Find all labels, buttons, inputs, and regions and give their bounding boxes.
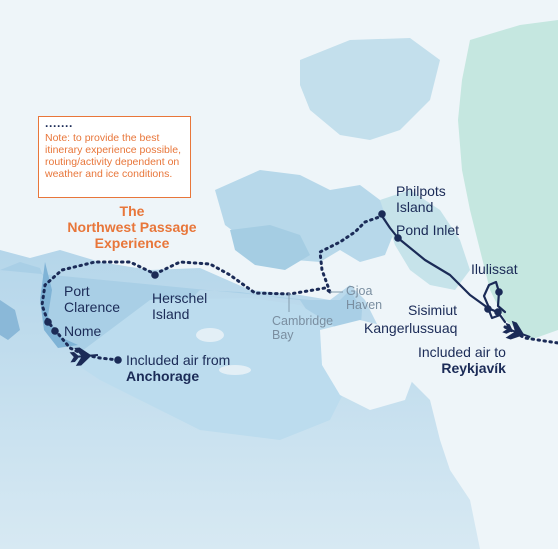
herschel-line-1: Herschel bbox=[152, 290, 208, 306]
map-title: The Northwest Passage Experience bbox=[52, 203, 212, 251]
route-gjoa-to-philpots bbox=[318, 214, 384, 294]
note-text: Note: to provide the best itinerary expe… bbox=[45, 132, 181, 180]
marker-philpots bbox=[378, 210, 386, 218]
baffin-island bbox=[380, 190, 470, 290]
airplane-icon bbox=[69, 347, 99, 366]
label-nome: Nome bbox=[64, 323, 102, 339]
label-gjoa-haven: Gjoa Haven bbox=[346, 284, 382, 312]
marker-port-clarence bbox=[44, 318, 52, 326]
canada-interior bbox=[70, 298, 350, 440]
marker-sisimiut bbox=[484, 305, 492, 313]
marker-ilulissat bbox=[495, 288, 503, 296]
stop-markers bbox=[44, 210, 503, 364]
route-ilulissat-loop bbox=[482, 280, 507, 314]
ellesmere-island bbox=[300, 38, 440, 140]
air-to-text: Included air to bbox=[418, 344, 506, 360]
port-clarence-line-1: Port bbox=[64, 283, 90, 299]
routing-note: ······· Note: to provide the best itiner… bbox=[38, 116, 191, 198]
label-air-from: Included air from Anchorage bbox=[126, 352, 230, 384]
dotted-line-legend: ······· bbox=[45, 119, 73, 133]
marker-kangerlussuaq bbox=[494, 308, 502, 316]
label-ilulissat: Ilulissat bbox=[471, 261, 518, 277]
airplane-icon bbox=[502, 320, 531, 340]
marker-anchorage bbox=[114, 356, 122, 364]
label-philpots-island: Philpots Island bbox=[396, 183, 446, 215]
label-port-clarence: Port Clarence bbox=[64, 283, 120, 315]
title-line-2: Northwest Passage bbox=[67, 219, 197, 235]
route-philpots-pond-inlet bbox=[380, 214, 400, 240]
air-from-text: Included air from bbox=[126, 352, 231, 368]
route-anchorage-to-nome bbox=[53, 328, 120, 362]
alaska-coast bbox=[40, 262, 78, 348]
cambridge-line-2: Bay bbox=[272, 328, 294, 342]
label-herschel-island: Herschel Island bbox=[152, 290, 207, 322]
herschel-line-2: Island bbox=[152, 306, 190, 322]
philpots-line-2: Island bbox=[396, 199, 434, 215]
hudson-bay bbox=[320, 320, 420, 410]
label-leaders bbox=[288, 291, 343, 312]
label-sisimiut: Sisimiut bbox=[408, 302, 458, 318]
gjoa-line-2: Haven bbox=[346, 298, 383, 312]
siberia-tip bbox=[0, 300, 20, 340]
route-herschel-to-gjoa bbox=[153, 260, 332, 296]
air-to-city: Reykjavík bbox=[441, 360, 506, 376]
great-slave-lake bbox=[219, 365, 251, 375]
title-line-3: Experience bbox=[94, 235, 170, 251]
great-bear-lake bbox=[196, 328, 224, 342]
marker-herschel bbox=[151, 271, 159, 279]
air-from-city: Anchorage bbox=[126, 368, 200, 384]
marker-nome bbox=[51, 327, 59, 335]
cambridge-line-1: Cambridge bbox=[272, 314, 334, 328]
label-kangerlussuaq: Kangerlussuaq bbox=[364, 320, 458, 336]
marker-pond-inlet bbox=[394, 234, 402, 242]
route-kangerlussuaq bbox=[486, 306, 507, 324]
victoria-island bbox=[230, 225, 310, 270]
philpots-line-1: Philpots bbox=[396, 183, 446, 199]
label-pond-inlet: Pond Inlet bbox=[396, 222, 460, 238]
title-line-1: The bbox=[119, 203, 145, 219]
greenland-land bbox=[458, 20, 558, 340]
label-air-to: Included air to Reykjavík bbox=[418, 344, 506, 376]
port-clarence-line-2: Clarence bbox=[64, 299, 121, 315]
gjoa-line-1: Gjoa bbox=[346, 284, 373, 298]
label-cambridge-bay: Cambridge Bay bbox=[272, 314, 333, 342]
